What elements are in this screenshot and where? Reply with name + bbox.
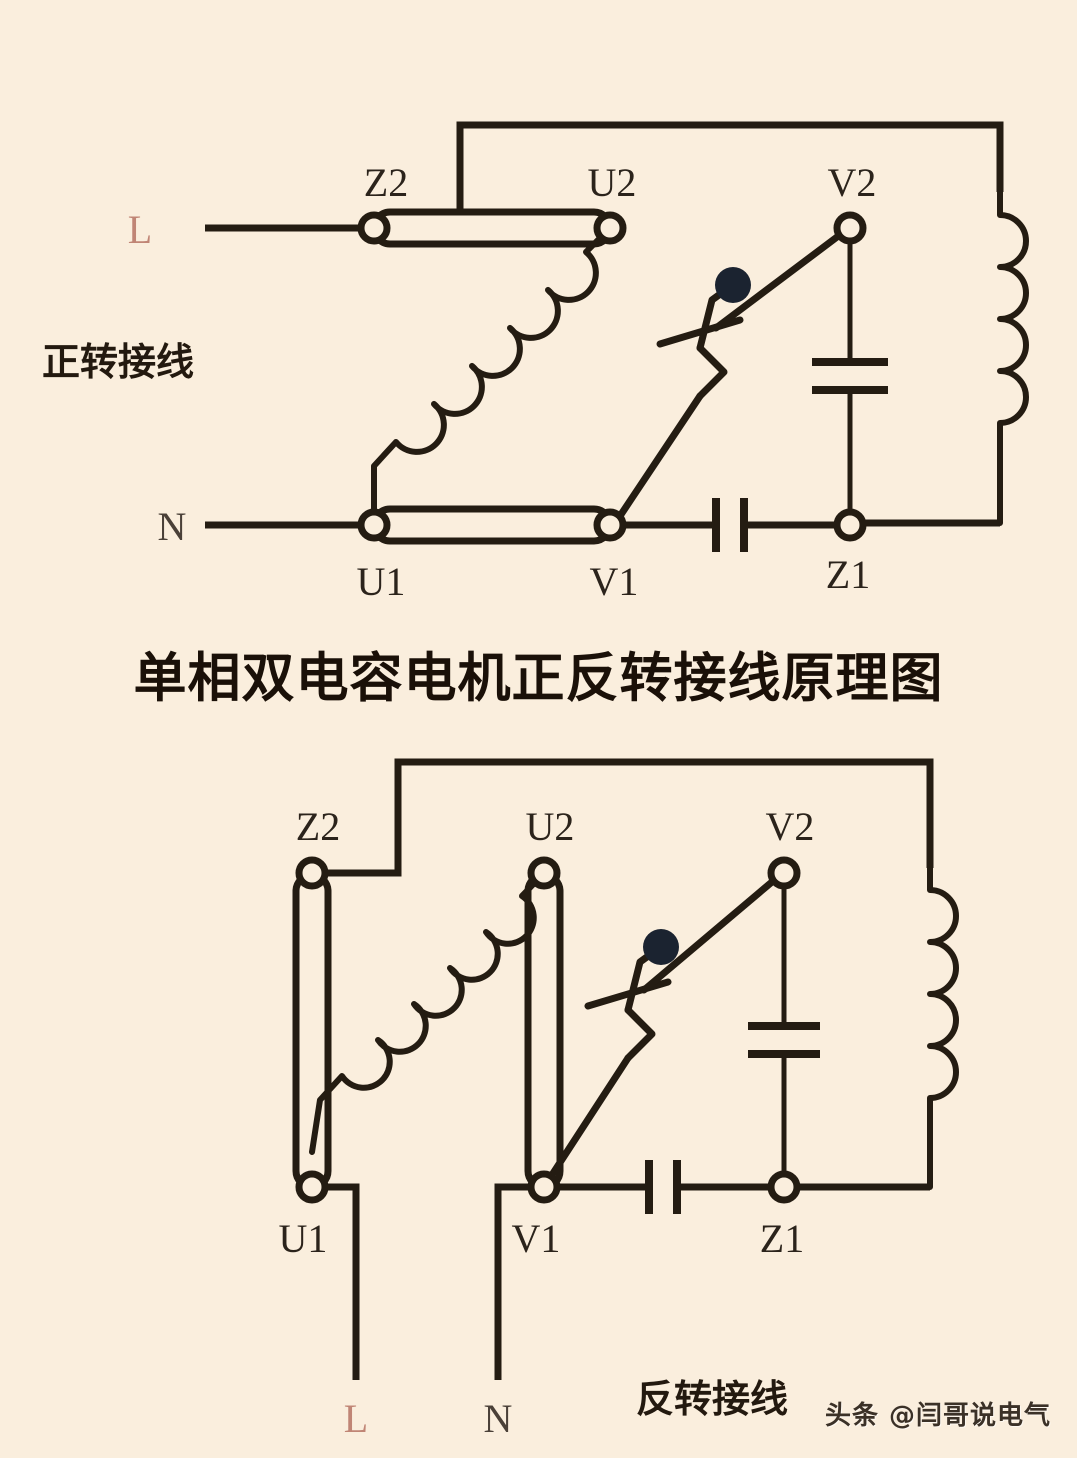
- top-bus-wire-reverse: [312, 758, 934, 877]
- reverse-diagram-svg: Z2 U2 V2 U1 V1 Z1 L N 反转接线: [279, 758, 959, 1441]
- label-u2-forward: U2: [588, 160, 637, 205]
- label-l-forward: L: [128, 207, 152, 252]
- label-n-forward: N: [158, 504, 187, 549]
- label-v2-reverse: V2: [766, 804, 815, 849]
- terminal-z1[interactable]: [833, 508, 867, 542]
- label-z2-reverse: Z2: [296, 804, 340, 849]
- main-winding-coil: [371, 225, 613, 512]
- aux-upper-lead-reverse: [640, 872, 783, 994]
- centrifugal-weight-icon: [715, 267, 751, 303]
- terminal-v2-reverse[interactable]: [767, 856, 801, 890]
- label-n-reverse: N: [484, 1396, 513, 1441]
- aux-lower-lead: [610, 392, 704, 529]
- main-winding-coil-reverse: [309, 870, 547, 1155]
- label-z1-reverse: Z1: [760, 1216, 804, 1261]
- right-winding-coil: [997, 189, 1029, 526]
- terminal-v2[interactable]: [833, 211, 867, 245]
- reverse-caption: 反转接线: [636, 1377, 788, 1421]
- terminal-v1-reverse[interactable]: [527, 1170, 561, 1204]
- terminal-z2[interactable]: [357, 211, 391, 245]
- forward-caption: 正转接线: [42, 340, 194, 384]
- terminal-u1[interactable]: [357, 508, 391, 542]
- top-bus-wire: [456, 121, 1004, 228]
- label-z1-forward: Z1: [826, 552, 870, 597]
- title-band: 单相双电容电机正反转接线原理图: [0, 628, 1077, 720]
- terminal-z1-reverse[interactable]: [767, 1170, 801, 1204]
- right-winding-coil-reverse: [927, 865, 959, 1190]
- terminal-v1[interactable]: [593, 508, 627, 542]
- watermark: 头条 @闫哥说电气: [824, 1401, 1051, 1431]
- label-v1-forward: V1: [590, 559, 639, 604]
- switch-contact-bar-reverse: [584, 978, 672, 1010]
- page-title: 单相双电容电机正反转接线原理图: [133, 648, 944, 709]
- terminal-u1-reverse[interactable]: [295, 1170, 329, 1204]
- aux-upper-lead: [712, 227, 849, 332]
- label-v2-forward: V2: [828, 160, 877, 205]
- switch-zigzag: [696, 344, 728, 400]
- terminal-u2[interactable]: [593, 211, 627, 245]
- label-u2-reverse: U2: [526, 804, 575, 849]
- jumper-bar-u1-v1[interactable]: [370, 505, 614, 545]
- reverse-wiring-diagram: Z2 U2 V2 U1 V1 Z1 L N 反转接线: [0, 740, 1077, 1458]
- label-z2-forward: Z2: [364, 160, 408, 205]
- centrifugal-weight-icon-reverse: [643, 929, 679, 965]
- terminal-z2-reverse[interactable]: [295, 856, 329, 890]
- aux-lower-lead-reverse: [544, 1054, 632, 1185]
- label-u1-reverse: U1: [279, 1216, 328, 1261]
- terminal-u2-reverse[interactable]: [527, 856, 561, 890]
- label-v1-reverse: V1: [512, 1216, 561, 1261]
- forward-wiring-diagram: L N Z2 U2 V2 U1 V1 Z1 正转接线: [0, 0, 1077, 628]
- label-u1-forward: U1: [357, 559, 406, 604]
- forward-diagram-svg: L N Z2 U2 V2 U1 V1 Z1 正转接线: [42, 121, 1029, 604]
- label-l-reverse: L: [344, 1396, 368, 1441]
- jumper-bar-z2-u2[interactable]: [370, 208, 614, 248]
- switch-zigzag-reverse: [624, 1006, 656, 1062]
